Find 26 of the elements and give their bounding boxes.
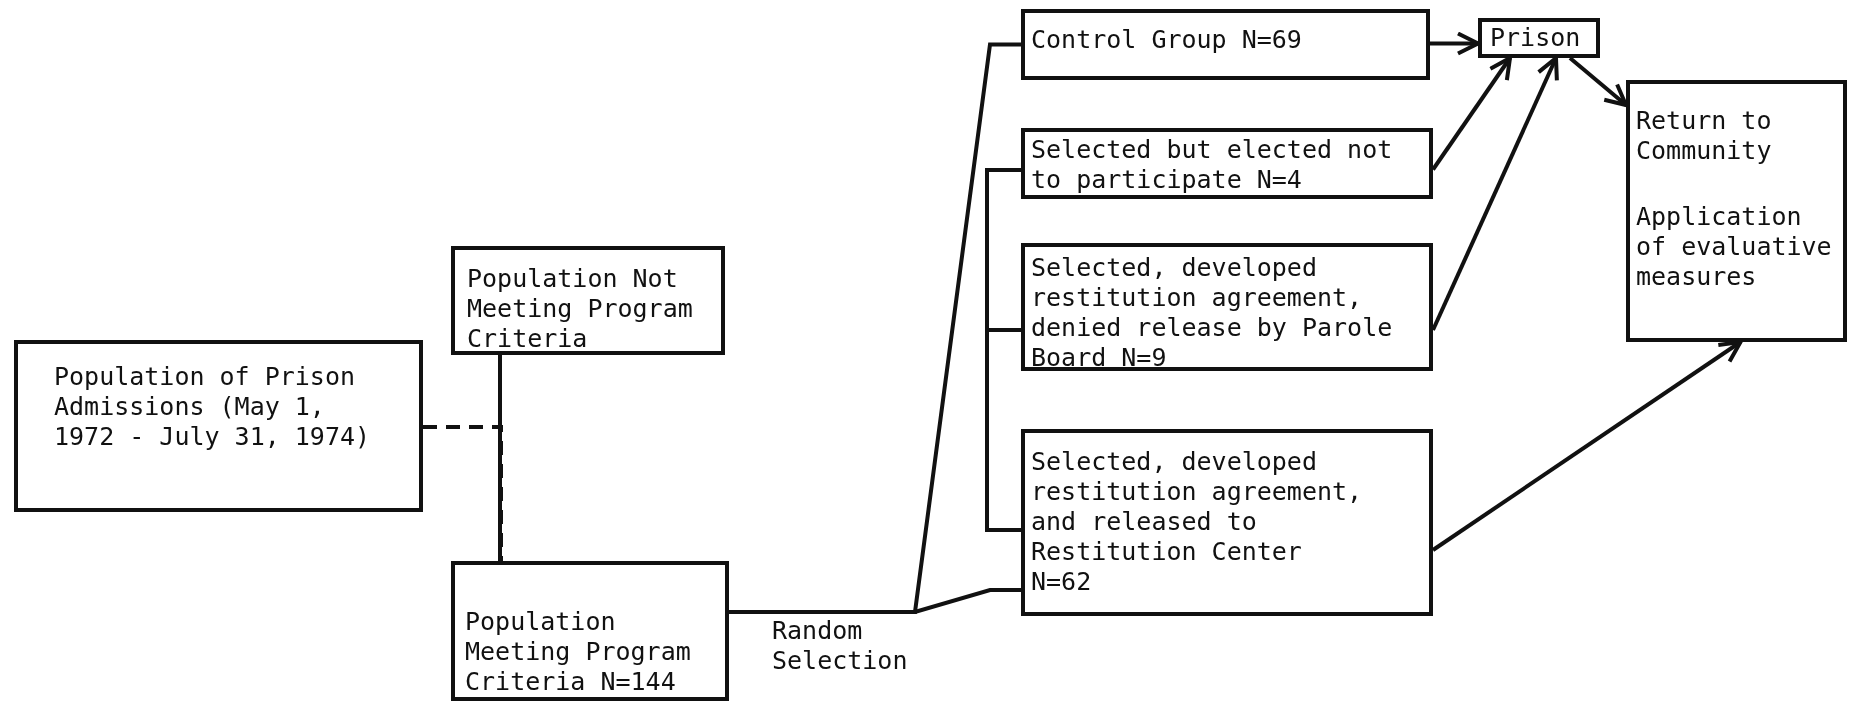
process-box xyxy=(1478,18,1600,58)
connector-line xyxy=(985,328,1021,532)
connector-line xyxy=(423,425,503,561)
arrow xyxy=(1430,31,1480,56)
process-box xyxy=(1021,429,1433,616)
box-text: Population of Prison Admissions (May 1, 1972 - July 31, 1974) xyxy=(54,362,372,452)
process-box xyxy=(1021,128,1433,199)
box-text: Return to Community xyxy=(1636,106,1773,166)
box-text: Prison xyxy=(1490,23,1582,53)
process-box xyxy=(14,340,423,512)
connector-line xyxy=(729,588,1021,614)
box-text: Control Group N=69 xyxy=(1031,25,1303,55)
arrow xyxy=(1568,56,1628,107)
process-box xyxy=(1021,243,1433,371)
box-text: Population Not Meeting Program Criteria xyxy=(467,264,694,354)
box-text: Selected, developed restitution agreement, and released to Restitution Center N=62 xyxy=(1031,447,1364,597)
connector-line xyxy=(498,355,502,561)
edge-label: Random Selection xyxy=(772,616,909,676)
box-text: Selected but elected not to participate N=4 xyxy=(1031,135,1394,195)
process-box xyxy=(451,246,725,355)
box-text: Application of evaluative measures xyxy=(1636,202,1833,292)
process-box xyxy=(1626,80,1847,342)
box-text: Population Meeting Program Criteria N=144 xyxy=(465,607,692,697)
process-box xyxy=(1021,9,1430,80)
process-box xyxy=(451,561,729,701)
box-text: Selected, developed restitution agreement, denied release by Parole Board N=9 xyxy=(1031,253,1394,373)
